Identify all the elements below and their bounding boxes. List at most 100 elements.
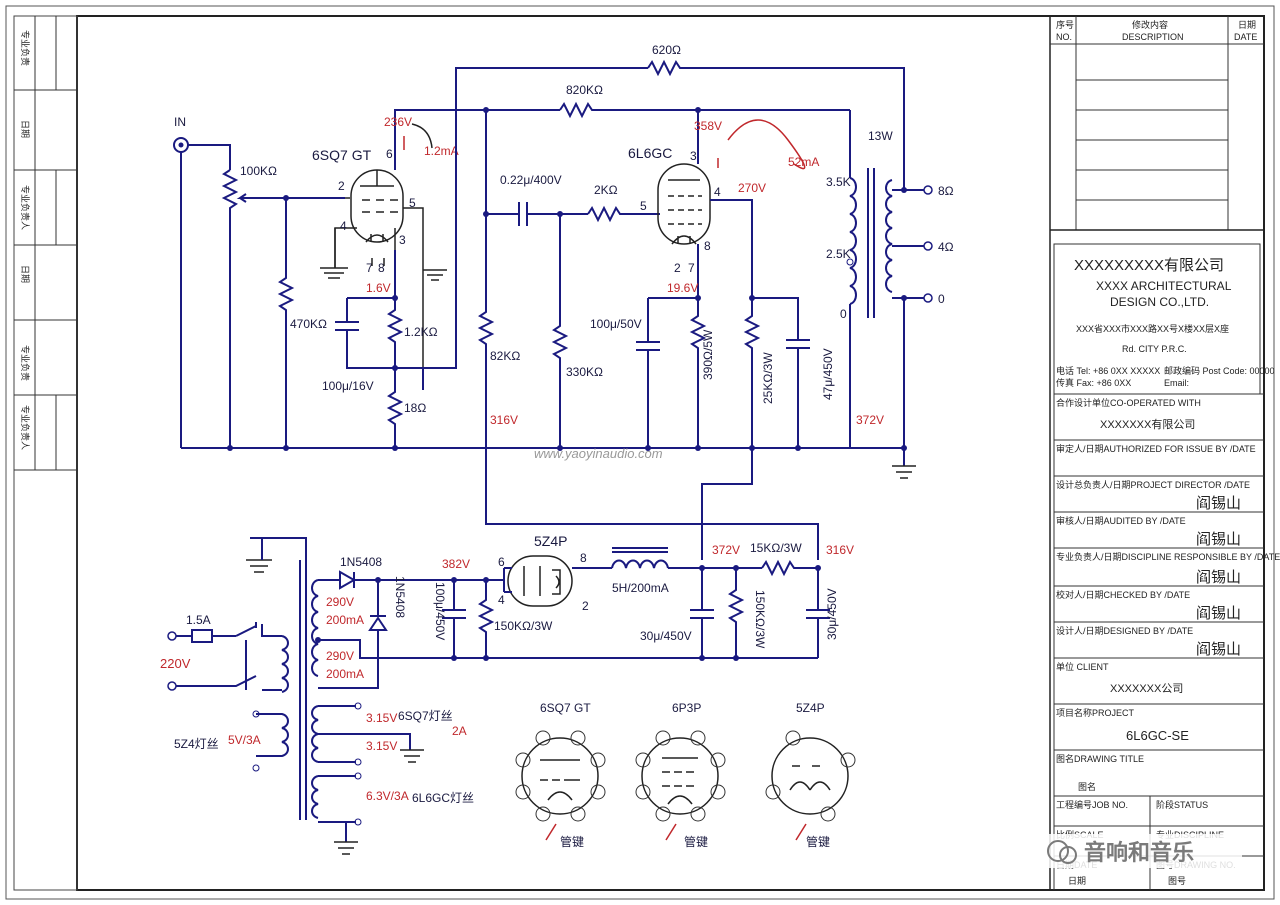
tube-v1-label: 6SQ7 GT — [312, 147, 372, 163]
title-block: 序号 NO. 修改内容 DESCRIPTION 日期 DATE XXXXXXXX… — [1049, 15, 1280, 891]
project-label: 项目名称PROJECT — [1056, 707, 1135, 718]
authorized-label: 审定人/日期AUTHORIZED FOR ISSUE BY /DATE — [1056, 443, 1256, 454]
director-signature: 阎锡山 — [1196, 494, 1241, 512]
v2-pin-3: 3 — [690, 149, 697, 163]
c022-label: 0.22μ/400V — [500, 173, 562, 187]
drawing-no-cn: 图号 — [1168, 876, 1186, 886]
fil2-voltage: 3.15V — [366, 739, 397, 753]
b316b-voltage: 316V — [826, 543, 854, 557]
pinout-2-title: 6P3P — [672, 701, 701, 715]
job-no-label: 工程编号JOB NO. — [1056, 799, 1128, 810]
v2-pin-5: 5 — [640, 199, 647, 213]
fil3-voltage: 6.3V/3A — [366, 789, 409, 803]
sec1-voltage: 290V — [326, 595, 354, 609]
tube-rect-label: 5Z4P — [534, 533, 567, 549]
c100u450-label: 100μ/450V — [433, 582, 447, 640]
r-pin-6: 6 — [498, 555, 505, 569]
r1-2k-label: 1.2KΩ — [404, 325, 438, 339]
watermark-logo: 音响和音乐 — [1036, 834, 1242, 868]
rev-desc: DESCRIPTION — [1122, 32, 1184, 42]
rev-no: NO. — [1056, 32, 1072, 42]
r-pin-8: 8 — [580, 551, 587, 565]
b372b-voltage: 372V — [712, 543, 740, 557]
drawing-title-value: 图名 — [1078, 781, 1096, 792]
sec2-current: 200mA — [326, 667, 364, 681]
pinout-3-title: 5Z4P — [796, 701, 825, 715]
rect-fil-label: 5Z4灯丝 — [174, 737, 219, 751]
fil-current: 2A — [452, 724, 467, 738]
rev-date-cn: 日期 — [1238, 20, 1256, 30]
diode-1n5408-a — [339, 570, 357, 590]
output-0: 0 — [938, 292, 945, 306]
company-en-1: XXXX ARCHITECTURAL — [1096, 279, 1232, 293]
output-4ohm: 4Ω — [938, 240, 954, 254]
volume-pot — [221, 169, 239, 448]
watermark-logo-text: 音响和音乐 — [1084, 840, 1194, 865]
rev-date: DATE — [1234, 32, 1257, 42]
pinout-1-title: 6SQ7 GT — [540, 701, 591, 715]
c30u-b-label: 30μ/450V — [825, 588, 839, 640]
margin-cell-5: 专业负责 — [20, 345, 31, 381]
client-value: XXXXXXX公司 — [1110, 683, 1183, 695]
designed-signature: 阎锡山 — [1196, 640, 1241, 658]
watermark-url: www.yaoyinaudio.com — [534, 446, 663, 461]
r820k-label: 820KΩ — [566, 83, 603, 97]
r-pin-4: 4 — [498, 593, 505, 607]
r390-label: 390Ω/5W — [701, 329, 715, 380]
v1-plate-voltage: 236V — [384, 115, 412, 129]
r-pin-2: 2 — [582, 599, 589, 613]
c47u-label: 47μ/450V — [821, 348, 835, 400]
coop-value: XXXXXXX有限公司 — [1100, 417, 1195, 431]
b382-voltage: 382V — [442, 557, 470, 571]
rect-fil-voltage: 5V/3A — [228, 733, 261, 747]
r620-label: 620Ω — [652, 43, 681, 57]
sec1-current: 200mA — [326, 613, 364, 627]
v2-pin-2: 2 — [674, 261, 681, 275]
fuse-label: 1.5A — [186, 613, 211, 627]
v2-cathode-voltage: 19.6V — [667, 281, 698, 295]
company-en-2: DESIGN CO.,LTD. — [1110, 295, 1209, 309]
rev-desc-cn: 修改内容 — [1132, 19, 1168, 30]
pinout-6p3p: 6P3P 管键 — [635, 701, 726, 849]
company-postcode: 邮政编码 Post Code: 00000 — [1164, 365, 1275, 376]
cap-100u450 — [442, 580, 466, 658]
cap-0-22u — [486, 202, 588, 226]
pinout-6sq7: 6SQ7 GT 管键 — [515, 701, 606, 849]
margin-cell-2: 日期 — [20, 120, 30, 138]
ot-0-label: 0 — [840, 307, 847, 321]
company-cn: XXXXXXXXX有限公司 — [1074, 257, 1224, 274]
fil1-name: 6SQ7灯丝 — [398, 709, 453, 723]
v1-pin-4: 4 — [340, 219, 347, 233]
input-label: IN — [174, 115, 186, 129]
r150k-a-label: 150KΩ/3W — [494, 619, 553, 633]
resistor-620 — [647, 59, 905, 190]
r330k-label: 330KΩ — [566, 365, 603, 379]
mains-voltage: 220V — [160, 656, 191, 671]
status-label: 阶段STATUS — [1156, 799, 1208, 810]
r82k-label: 82KΩ — [490, 349, 520, 363]
v1-plate-current: 1.2mA — [424, 144, 459, 158]
margin-cell-4: 日期 — [20, 265, 30, 283]
cap-30u-a — [690, 568, 714, 658]
v1-pin-7: 7 — [366, 261, 373, 275]
left-margin-table: 专业负责 日期 专业负责人 日期 专业负责 专业负责人 — [13, 15, 78, 891]
margin-cell-6: 专业负责人 — [20, 405, 31, 450]
audited-label: 审核人/日期AUDITED BY /DATE — [1056, 515, 1186, 526]
resistor-15k — [761, 559, 818, 577]
v1-cathode-voltage: 1.6V — [366, 281, 391, 295]
cap-100u16 — [335, 298, 395, 369]
discipline-signature: 阎锡山 — [1196, 568, 1241, 586]
r470k-label: 470KΩ — [290, 317, 327, 331]
c100u16-label: 100μ/16V — [322, 379, 374, 393]
r18-label: 18Ω — [404, 401, 426, 415]
discipline-label: 专业负责人/日期DISCIPLINE RESPONSIBLE BY /DATE — [1056, 551, 1280, 562]
designed-label: 设计人/日期DESIGNED BY /DATE — [1056, 625, 1193, 636]
audited-signature: 阎锡山 — [1196, 530, 1241, 548]
choke-5h — [611, 559, 669, 569]
choke-label: 5H/200mA — [612, 581, 669, 595]
resistor-2k — [587, 205, 660, 223]
v2-screen-voltage: 270V — [738, 181, 766, 195]
ot-power-label: 13W — [868, 129, 893, 143]
drawing-title-label: 图名DRAWING TITLE — [1056, 753, 1144, 764]
